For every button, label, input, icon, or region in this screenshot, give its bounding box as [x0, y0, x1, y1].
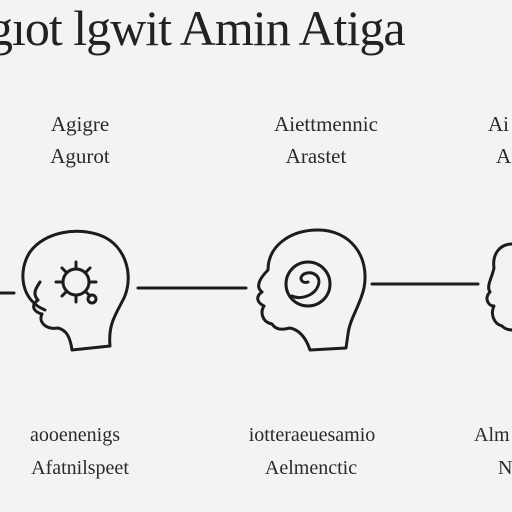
node-3-top-label-1: Ai	[488, 112, 509, 136]
node-3-top-label-2: A	[496, 144, 512, 168]
node-1-top-label-1: Agigre	[50, 112, 110, 136]
node-2-top-label-2: Arastet	[285, 144, 347, 168]
gear-head-icon	[21, 229, 130, 352]
node-2-bottom-label-2: Aelmenctic	[264, 457, 358, 479]
node-1-bottom-label-2: Afatnilspeet	[31, 457, 129, 479]
node-3-bottom-label-2: N	[498, 457, 512, 479]
node-1-top-label-2: Agurot	[50, 144, 110, 168]
node-1-bottom-label-1: aooenenigs	[30, 424, 120, 446]
head-profile-icon	[485, 242, 512, 332]
node-3-bottom-label-1: Alm	[474, 424, 510, 446]
node-2-top-label-1: Aiettmennic	[274, 112, 378, 136]
diagram-title: gıot lgwit Amin Atiga	[0, 0, 406, 56]
node-2-bottom-label-1: iotteraeuesamio	[248, 424, 376, 446]
thought-head-icon	[256, 228, 367, 352]
